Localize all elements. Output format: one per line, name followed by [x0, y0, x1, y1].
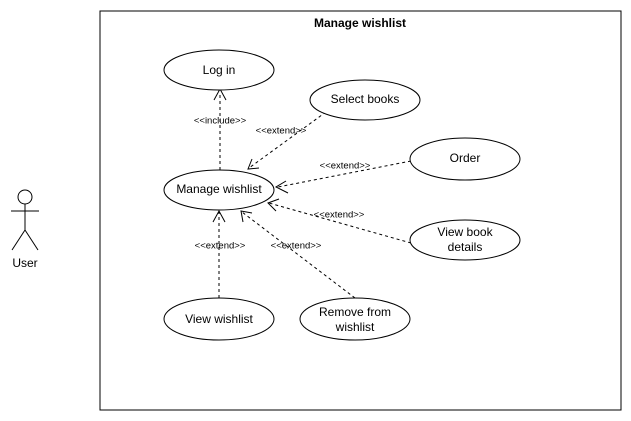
extend-order-line — [277, 160, 412, 188]
actor-right-leg — [24, 229, 39, 251]
extend-order-label: <<extend>> — [320, 161, 371, 172]
extend-select-line — [248, 111, 327, 169]
system-title: Manage wishlist — [314, 16, 406, 30]
use-case-order-label: Order — [450, 151, 481, 165]
extend-view-arrowhead — [212, 209, 226, 223]
use-case-remove-from-wishlist: Remove from wishlist — [299, 297, 411, 341]
extend-select-arrowhead — [247, 158, 260, 170]
use-case-manage-wishlist: Manage wishlist — [163, 169, 275, 211]
use-case-view-wishlist: View wishlist — [163, 297, 275, 341]
include-label: <<include>> — [194, 116, 247, 127]
system-boundary — [99, 10, 622, 411]
extend-select-label: <<extend>> — [256, 126, 307, 137]
extend-remove-line — [241, 211, 356, 299]
use-case-remove-from-wishlist-label-1: Remove from — [319, 305, 391, 319]
actor-left-leg — [11, 229, 26, 251]
use-case-manage-wishlist-label: Manage wishlist — [176, 182, 262, 196]
extend-details-arrowhead — [267, 198, 280, 212]
use-case-view-wishlist-label: View wishlist — [185, 312, 253, 326]
actor-user: User — [11, 189, 39, 270]
use-case-order: Order — [409, 137, 521, 181]
use-case-view-book-details: View book details — [409, 219, 521, 261]
extend-order-arrowhead — [274, 180, 289, 194]
extend-remove-arrowhead — [240, 210, 253, 223]
use-case-view-book-details-label-1: View book — [437, 225, 493, 239]
actor-head — [17, 189, 33, 205]
use-case-select-books-label: Select books — [331, 92, 400, 106]
actor-label: User — [12, 256, 37, 270]
use-case-remove-from-wishlist-label-2: wishlist — [335, 320, 375, 334]
use-case-select-books: Select books — [309, 79, 421, 121]
use-case-view-book-details-label-2: details — [448, 240, 483, 254]
use-case-log-in: Log in — [163, 49, 275, 91]
extend-details-line — [268, 202, 412, 244]
use-case-log-in-label: Log in — [203, 63, 236, 77]
extend-details-label: <<extend>> — [314, 210, 365, 221]
extend-view-label: <<extend>> — [195, 241, 246, 252]
extend-remove-label: <<extend>> — [271, 241, 322, 252]
include-arrowhead — [213, 87, 227, 101]
